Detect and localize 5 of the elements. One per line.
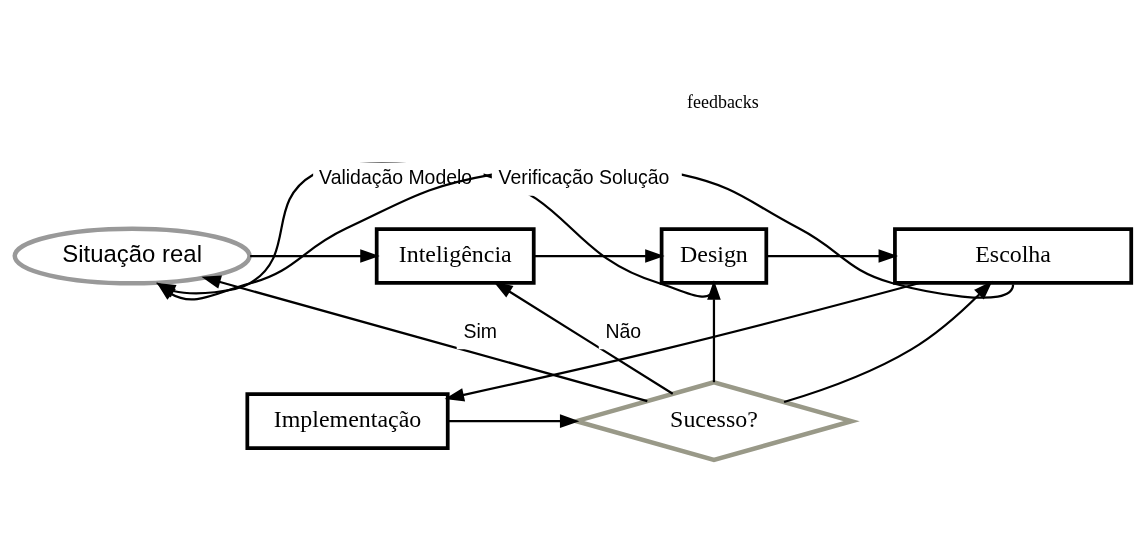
edge-label: Não (605, 319, 642, 342)
edge-label: Sim (463, 319, 497, 342)
label: feedbacks (687, 91, 759, 112)
edge-label: Verificação Solução (498, 166, 670, 189)
edge-label: Validação Modelo (319, 166, 473, 189)
